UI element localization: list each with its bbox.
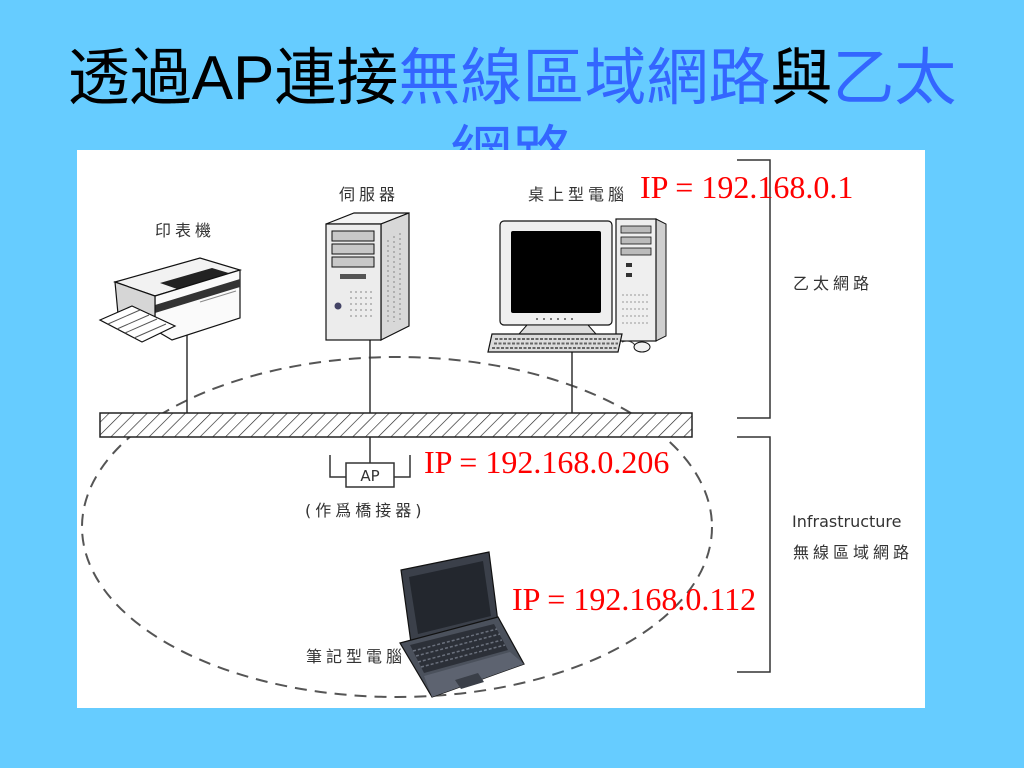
server-badge bbox=[334, 302, 342, 310]
keyboard-keys bbox=[492, 338, 618, 349]
wireless-bracket bbox=[737, 436, 771, 673]
wireless-label-line1: Infrastructure bbox=[792, 512, 901, 531]
title-text-wlan: 無線區域網路 bbox=[398, 41, 771, 114]
mouse-cord bbox=[621, 340, 636, 346]
ethernet-label: 乙太網路 bbox=[793, 274, 873, 293]
ap-box bbox=[345, 462, 395, 488]
network-diagram: AP 印表機 伺服器 桌上型電腦 IP = 192.168.0.1 乙太網路 (… bbox=[77, 150, 925, 708]
mouse bbox=[633, 341, 651, 353]
title-text-ap: AP bbox=[191, 44, 275, 113]
desktop-ip: IP = 192.168.0.1 bbox=[640, 169, 853, 205]
ap-role-label: (作爲橋接器) bbox=[305, 501, 426, 520]
ethernet-bus-bar bbox=[99, 412, 693, 438]
slide-title: 透過AP連接無線區域網路與乙太網路 bbox=[47, 40, 977, 193]
server-label: 伺服器 bbox=[339, 185, 399, 204]
laptop-touchpad bbox=[455, 673, 484, 689]
monitor-screen bbox=[511, 231, 601, 313]
laptop-keyboard bbox=[410, 624, 508, 673]
server-side bbox=[380, 212, 410, 341]
title-text-via: 透過 bbox=[67, 41, 192, 114]
laptop-label: 筆記型電腦 bbox=[306, 647, 406, 666]
network-diagram-svg: AP 印表機 伺服器 桌上型電腦 IP = 192.168.0.1 乙太網路 (… bbox=[81, 159, 913, 698]
tower-button bbox=[626, 263, 632, 267]
laptop-icon bbox=[399, 551, 525, 698]
access-point-icon: AP bbox=[329, 455, 411, 488]
server-drive-bay bbox=[331, 243, 375, 255]
title-text-connect: 連接 bbox=[274, 41, 399, 114]
server-floppy-slot bbox=[340, 274, 366, 279]
ap-ip: IP = 192.168.0.206 bbox=[424, 444, 669, 480]
printer-icon bbox=[98, 257, 243, 343]
tower-drive bbox=[620, 236, 652, 245]
server-drive-bay bbox=[331, 256, 375, 268]
bus-bar-hatch bbox=[99, 412, 693, 438]
server-icon bbox=[325, 212, 410, 341]
printer-output-slot bbox=[160, 268, 232, 290]
tower-drive bbox=[620, 247, 652, 256]
tower-button bbox=[626, 273, 632, 277]
wireless-label-line2: 無線區域網路 bbox=[793, 543, 913, 562]
desktop-label: 桌上型電腦 bbox=[528, 185, 628, 204]
laptop-screen bbox=[409, 561, 491, 634]
tower-vents bbox=[622, 294, 650, 324]
laptop-ip: IP = 192.168.0.112 bbox=[512, 581, 756, 617]
tower-side bbox=[655, 218, 667, 342]
printer-detail-line bbox=[199, 290, 237, 303]
ethernet-bracket bbox=[737, 159, 771, 419]
printer-paper-tray bbox=[98, 305, 177, 343]
desktop-computer-icon bbox=[487, 218, 667, 353]
printer-label: 印表機 bbox=[155, 221, 215, 240]
printer-front-band bbox=[155, 279, 240, 313]
title-text-and: 與 bbox=[770, 41, 833, 114]
server-vents bbox=[350, 233, 401, 325]
server-front bbox=[325, 223, 382, 341]
printer-paper-lines bbox=[107, 309, 167, 339]
ap-label: AP bbox=[360, 467, 379, 485]
server-drive-bay bbox=[331, 230, 375, 242]
monitor-stand bbox=[517, 324, 598, 335]
wireless-coverage-ellipse bbox=[81, 356, 713, 698]
tower-drive bbox=[620, 225, 652, 234]
ap-brackets bbox=[329, 455, 411, 478]
